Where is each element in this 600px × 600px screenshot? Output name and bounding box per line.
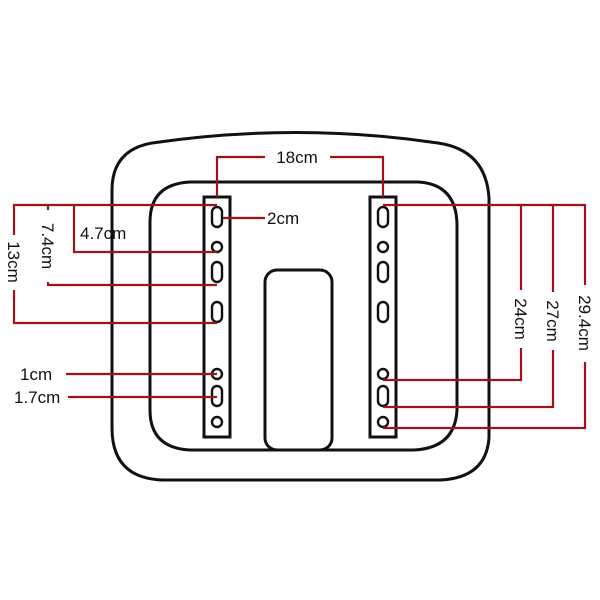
label-24cm: 24cm <box>511 298 530 340</box>
slot-hole <box>210 205 224 229</box>
label-1-7cm: 1.7cm <box>14 388 60 407</box>
label-13cm: 13cm <box>4 241 23 283</box>
round-hole <box>210 240 224 254</box>
label-29-4cm: 29.4cm <box>575 295 594 351</box>
slot-hole <box>376 384 390 408</box>
slot-hole <box>210 300 224 324</box>
label-7-4cm: 7.4cm <box>38 223 57 269</box>
dimension-lines <box>12 155 587 430</box>
dimension-line-18cm <box>215 155 385 197</box>
round-hole <box>210 415 224 429</box>
label-1cm: 1cm <box>20 365 52 384</box>
label-18cm: 18cm <box>276 148 318 167</box>
slot-hole <box>210 260 224 284</box>
dimension-line-29-4cm <box>383 203 587 430</box>
label-4-7cm: 4.7cm <box>80 224 126 243</box>
slot-hole <box>376 260 390 284</box>
round-hole <box>376 415 390 429</box>
round-hole <box>376 367 390 381</box>
right-bracket-holes <box>376 205 390 429</box>
label-27cm: 27cm <box>543 300 562 342</box>
slot-hole <box>376 205 390 229</box>
dimension-line-4-7cm <box>72 203 217 254</box>
center-slot <box>263 268 334 452</box>
round-hole <box>376 240 390 254</box>
dimension-line-13cm <box>12 203 217 325</box>
label-2cm: 2cm <box>267 209 299 228</box>
slot-hole <box>376 300 390 324</box>
